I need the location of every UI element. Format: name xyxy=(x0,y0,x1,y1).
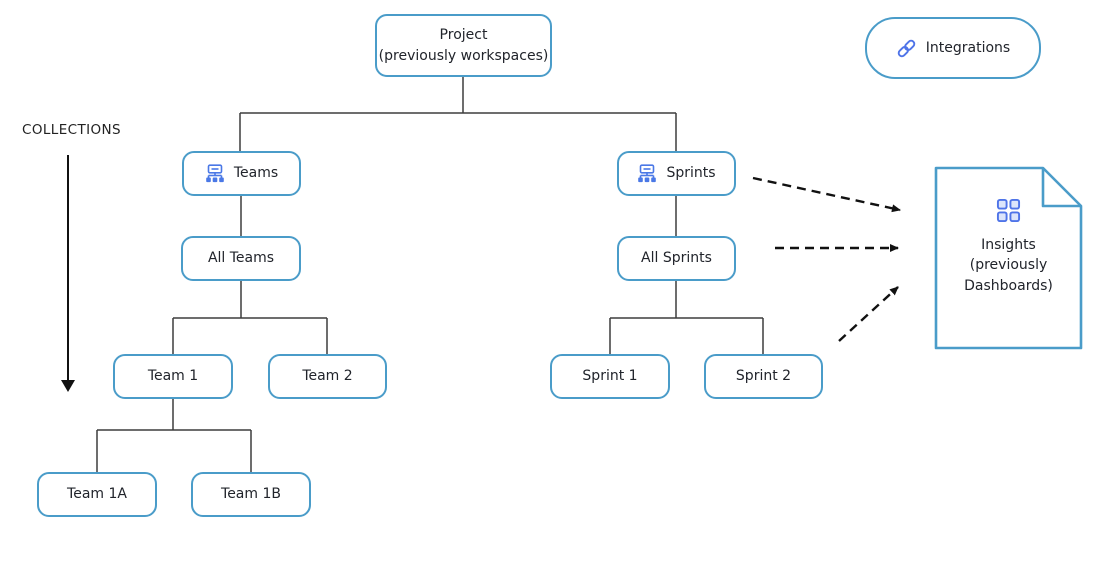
sprints-node: Sprints xyxy=(617,151,736,196)
link-icon xyxy=(896,38,917,59)
project-subtitle: (previously workspaces) xyxy=(378,47,549,64)
dashed-arrows xyxy=(752,176,901,342)
insights-title: Insights xyxy=(981,237,1036,253)
team-2-label: Team 2 xyxy=(302,368,353,385)
grid-icon xyxy=(996,198,1021,223)
arrow-sprints-to-insights xyxy=(752,176,901,213)
project-node: Project (previously workspaces) xyxy=(375,14,552,77)
sprint-2-node: Sprint 2 xyxy=(704,354,823,399)
integrations-node: Integrations xyxy=(865,17,1041,79)
team-1a-label: Team 1A xyxy=(67,486,127,503)
arrow-sprint2-to-insights xyxy=(838,286,899,342)
teams-node: Teams xyxy=(182,151,301,196)
all-teams-node: All Teams xyxy=(181,236,301,281)
all-sprints-node: All Sprints xyxy=(617,236,736,281)
collections-arrow xyxy=(61,155,75,392)
sitemap-icon xyxy=(205,163,225,184)
team-1-label: Team 1 xyxy=(147,368,199,385)
team-1b-label: Team 1B xyxy=(221,486,281,503)
insights-document-shape xyxy=(934,166,1083,350)
team-1a-node: Team 1A xyxy=(37,472,157,517)
tree-connectors xyxy=(96,77,764,472)
project-title: Project xyxy=(439,27,488,44)
sprints-label: Sprints xyxy=(666,165,716,182)
sprint-2-label: Sprint 2 xyxy=(735,368,792,385)
integrations-label: Integrations xyxy=(925,39,1011,56)
insights-subtitle: (previously Dashboards) xyxy=(964,257,1053,294)
all-teams-label: All Teams xyxy=(207,250,275,267)
team-1-node: Team 1 xyxy=(113,354,233,399)
team-1b-node: Team 1B xyxy=(191,472,311,517)
teams-label: Teams xyxy=(233,165,279,182)
sprint-1-label: Sprint 1 xyxy=(582,368,638,385)
all-sprints-label: All Sprints xyxy=(641,250,712,267)
collections-label: COLLECTIONS xyxy=(22,122,121,138)
sprint-1-node: Sprint 1 xyxy=(550,354,670,399)
insights-node: Insights (previously Dashboards) xyxy=(936,168,1081,348)
team-2-node: Team 2 xyxy=(268,354,387,399)
sitemap-icon xyxy=(637,163,657,184)
